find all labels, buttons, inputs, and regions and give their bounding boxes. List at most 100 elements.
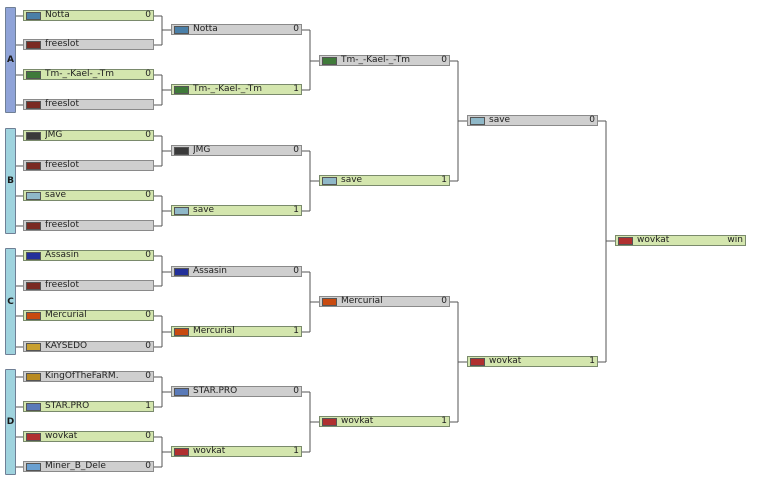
player-name: STAR.PRO <box>45 401 90 411</box>
round1-slot-assasin[interactable]: Assasin 0 <box>23 250 154 261</box>
freeslot-icon <box>26 281 41 290</box>
player-name: KingOfTheFaRM. <box>45 371 119 381</box>
player-score: 0 <box>293 145 299 155</box>
player-name: wovkat <box>45 431 78 441</box>
freeslot-icon <box>26 40 41 49</box>
player-name: freeslot <box>45 99 79 109</box>
player-name: Mercurial <box>45 310 87 320</box>
player-score: 0 <box>293 24 299 34</box>
player-score: 0 <box>145 310 151 320</box>
mercurial-icon <box>26 311 41 320</box>
kaysedo-icon <box>26 342 41 351</box>
player-name: KAYSEDO <box>45 341 88 351</box>
player-name: JMG <box>45 130 63 140</box>
save-icon <box>174 206 189 215</box>
player-name: JMG <box>193 145 211 155</box>
round1-slot-star-pro[interactable]: STAR.PRO 1 <box>23 401 154 412</box>
jmg-icon <box>174 146 189 155</box>
round1-slot-freeslot[interactable]: freeslot <box>23 220 154 231</box>
freeslot-icon <box>26 100 41 109</box>
player-score: 1 <box>441 416 447 426</box>
save-icon <box>322 176 337 185</box>
round3-slot-mercurial[interactable]: Mercurial 0 <box>319 296 450 307</box>
round1-slot-mercurial[interactable]: Mercurial 0 <box>23 310 154 321</box>
round2-slot-tm-kael-tm[interactable]: Tm-_-Kael-_-Tm 1 <box>171 84 302 95</box>
group-label: C <box>7 296 14 307</box>
player-score: 0 <box>145 431 151 441</box>
round1-slot-kingofthefarm[interactable]: KingOfTheFaRM. 0 <box>23 371 154 382</box>
wovkat-icon <box>174 447 189 456</box>
player-name: Mercurial <box>341 296 383 306</box>
tm-icon <box>26 70 41 79</box>
player-score: 1 <box>293 326 299 336</box>
player-score: 0 <box>145 371 151 381</box>
player-score: 0 <box>145 250 151 260</box>
player-name: Tm-_-Kael-_-Tm <box>193 84 262 94</box>
player-name: Notta <box>193 24 218 34</box>
player-name: wovkat <box>489 356 522 366</box>
round2-slot-star-pro[interactable]: STAR.PRO 0 <box>171 386 302 397</box>
miner-icon <box>26 462 41 471</box>
notta-icon <box>174 25 189 34</box>
player-name: save <box>193 205 215 215</box>
round1-slot-jmg[interactable]: JMG 0 <box>23 130 154 141</box>
tm-icon <box>174 85 189 94</box>
round2-slot-notta[interactable]: Notta 0 <box>171 24 302 35</box>
player-name: Assasin <box>193 266 227 276</box>
round2-slot-jmg[interactable]: JMG 0 <box>171 145 302 156</box>
player-name: save <box>45 190 67 200</box>
player-score: 1 <box>589 356 595 366</box>
round1-slot-freeslot[interactable]: freeslot <box>23 99 154 110</box>
wovkat-icon <box>618 236 633 245</box>
player-score: 1 <box>145 401 151 411</box>
player-name: Assasin <box>45 250 79 260</box>
player-name: freeslot <box>45 220 79 230</box>
round4-slot-wovkat[interactable]: wovkat 1 <box>467 356 598 367</box>
save-icon <box>26 191 41 200</box>
player-score: 0 <box>145 130 151 140</box>
player-name: wovkat <box>193 446 226 456</box>
player-name: save <box>489 115 511 125</box>
wovkat-icon <box>26 432 41 441</box>
mercurial-icon <box>322 297 337 306</box>
round1-slot-freeslot[interactable]: freeslot <box>23 39 154 50</box>
player-name: freeslot <box>45 39 79 49</box>
player-score: 0 <box>441 296 447 306</box>
round1-slot-freeslot[interactable]: freeslot <box>23 280 154 291</box>
player-score: 0 <box>145 69 151 79</box>
player-score: 0 <box>441 55 447 65</box>
player-name: Notta <box>45 10 70 20</box>
round2-slot-wovkat[interactable]: wovkat 1 <box>171 446 302 457</box>
round1-slot-freeslot[interactable]: freeslot <box>23 160 154 171</box>
save-icon <box>470 116 485 125</box>
player-name: Miner_B_Dele <box>45 461 106 471</box>
group-c-bar: C <box>5 248 16 355</box>
group-label: A <box>7 55 14 65</box>
round1-slot-tm-kael-tm[interactable]: Tm-_-Kael-_-Tm 0 <box>23 69 154 80</box>
tm-icon <box>322 56 337 65</box>
player-score: 1 <box>293 446 299 456</box>
round1-slot-wovkat[interactable]: wovkat 0 <box>23 431 154 442</box>
player-name: Tm-_-Kael-_-Tm <box>45 69 114 79</box>
eu-icon <box>174 267 189 276</box>
round2-slot-save[interactable]: save 1 <box>171 205 302 216</box>
group-label: B <box>7 176 14 186</box>
player-score: 1 <box>293 84 299 94</box>
player-score: 0 <box>293 386 299 396</box>
player-name: STAR.PRO <box>193 386 238 396</box>
star-icon <box>174 387 189 396</box>
star-icon <box>26 402 41 411</box>
player-score: 1 <box>293 205 299 215</box>
